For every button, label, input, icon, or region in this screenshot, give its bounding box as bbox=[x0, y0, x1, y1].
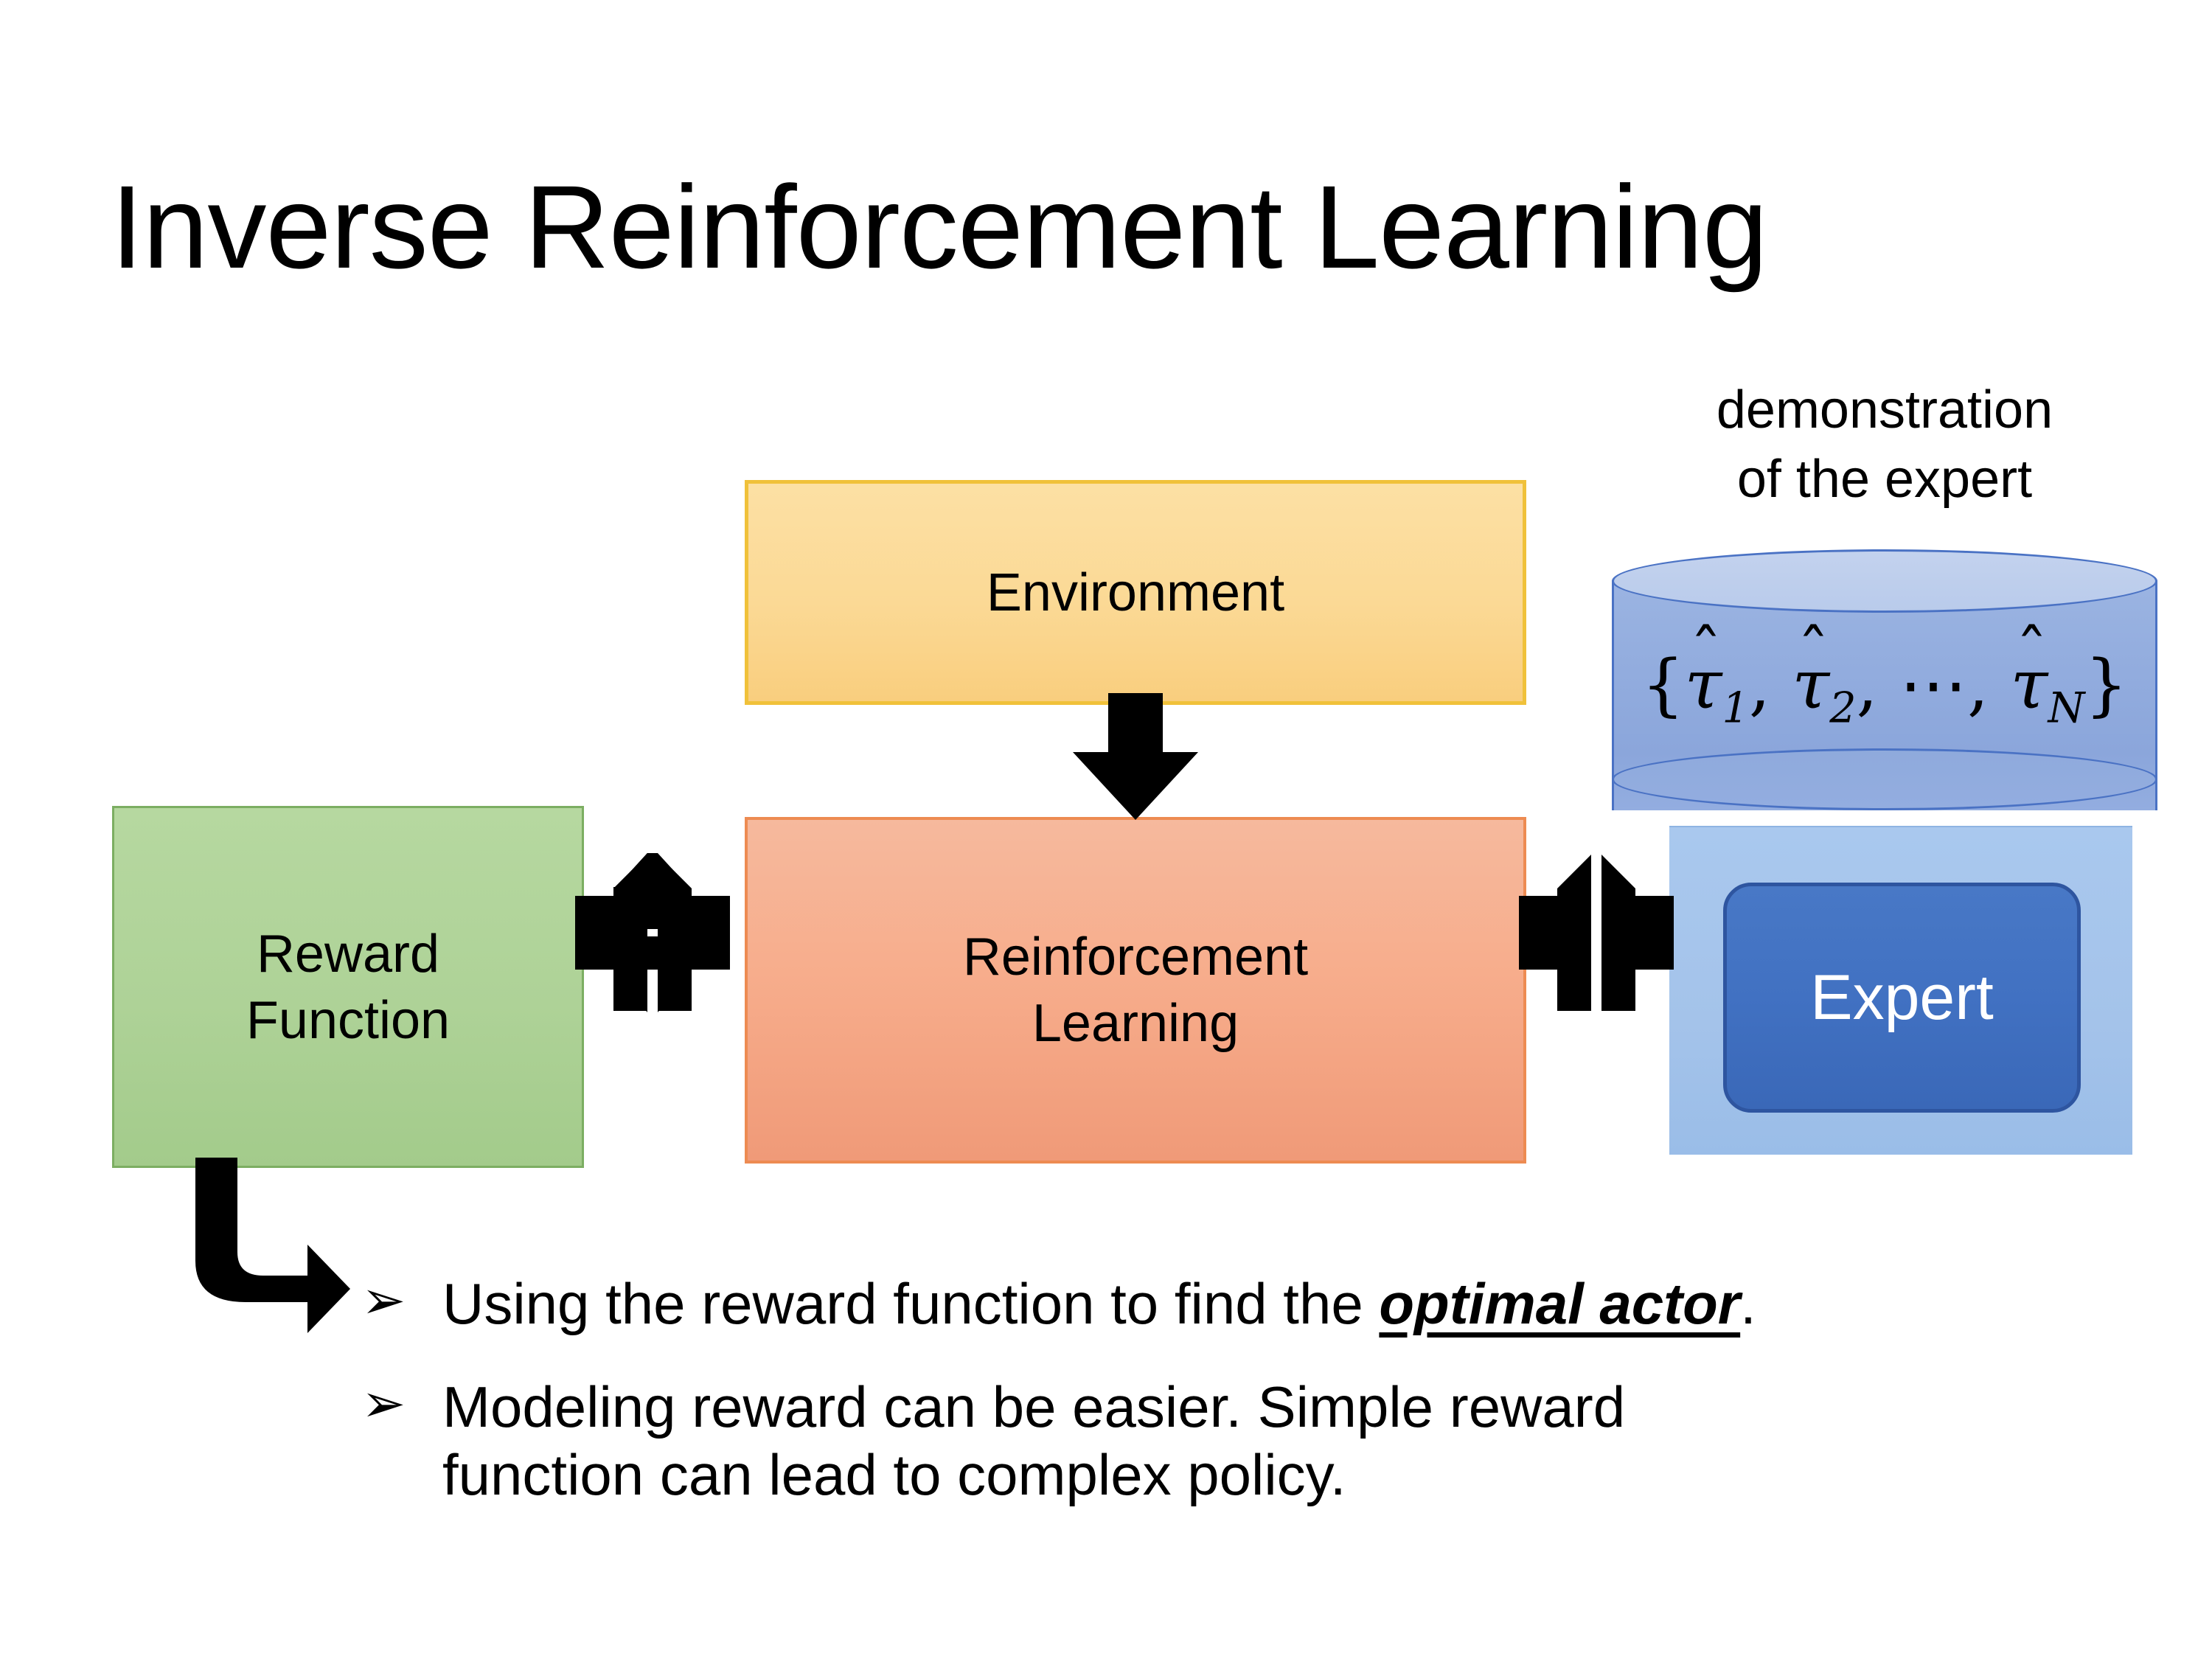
bullet-list: ➢ Using the reward function to find the o… bbox=[361, 1270, 2146, 1544]
rl-label-line1: Reinforcement bbox=[962, 928, 1309, 987]
quad-arrow-icon bbox=[575, 853, 730, 1012]
tau-1-symbol: τ bbox=[1684, 645, 1722, 724]
hat-1: ˆ bbox=[1689, 615, 1722, 691]
list-item: ➢ Using the reward function to find the o… bbox=[361, 1270, 2146, 1338]
down-arrow-icon bbox=[1073, 693, 1198, 820]
bullet-2-line1: Modeling reward can be easier. Simple re… bbox=[442, 1374, 1626, 1440]
demonstration-caption-line1: demonstration bbox=[1716, 380, 2053, 439]
rl-label-line2: Learning bbox=[1032, 994, 1239, 1053]
quad-arrow-icon bbox=[1519, 855, 1674, 1011]
reward-label-line1: Reward bbox=[256, 924, 440, 984]
separator-1: , bbox=[1748, 645, 1792, 724]
bullet-1-emphasis: optimal actor bbox=[1379, 1271, 1741, 1336]
list-item: ➢ Modeling reward can be easier. Simple r… bbox=[361, 1373, 2146, 1509]
bullet-2-line2: function can lead to complex policy. bbox=[442, 1442, 1346, 1508]
tau-n-symbol: τ bbox=[2010, 645, 2048, 724]
ellipsis: ⋯ bbox=[1899, 645, 1968, 724]
page-title: Inverse Reinforcement Learning bbox=[111, 161, 1768, 293]
cylinder-bottom-ellipse bbox=[1612, 748, 2157, 810]
demonstration-caption-line2: of the expert bbox=[1736, 449, 2033, 509]
reinforcement-learning-node-label: Reinforcement Learning bbox=[963, 924, 1308, 1057]
brace-close: } bbox=[2084, 645, 2128, 724]
brace-open: { bbox=[1641, 645, 1685, 724]
separator-3: , bbox=[1967, 645, 2011, 724]
reward-function-node[interactable]: Reward Function bbox=[112, 806, 584, 1168]
demonstration-caption: demonstration of the expert bbox=[1627, 376, 2143, 514]
tau-n-subscript: N bbox=[2048, 684, 2085, 733]
expert-node-label: Expert bbox=[1810, 961, 1994, 1033]
expert-node[interactable]: Expert bbox=[1723, 883, 2081, 1113]
bullet-1-text-after: . bbox=[1740, 1271, 1756, 1336]
separator-2: , bbox=[1856, 645, 1900, 724]
bent-arrow-icon bbox=[195, 1158, 350, 1333]
bullet-marker-icon: ➢ bbox=[361, 1374, 406, 1434]
tau-1-subscript: 1 bbox=[1722, 684, 1749, 733]
reinforcement-learning-node[interactable]: Reinforcement Learning bbox=[745, 817, 1526, 1164]
cylinder-top-ellipse bbox=[1612, 549, 2157, 613]
tau-2-subscript: 2 bbox=[1829, 684, 1857, 733]
hat-n: ˆ bbox=[2015, 615, 2048, 691]
tau-2-symbol: τ bbox=[1792, 645, 1830, 724]
bullet-1-text-before: Using the reward function to find the bbox=[442, 1271, 1380, 1336]
hat-2: ˆ bbox=[1797, 615, 1830, 691]
bullet-marker-icon: ➢ bbox=[361, 1271, 406, 1330]
environment-node[interactable]: Environment bbox=[745, 480, 1526, 705]
environment-node-label: Environment bbox=[986, 563, 1285, 622]
reward-label-line2: Function bbox=[246, 990, 451, 1050]
reward-function-node-label: Reward Function bbox=[246, 921, 450, 1054]
